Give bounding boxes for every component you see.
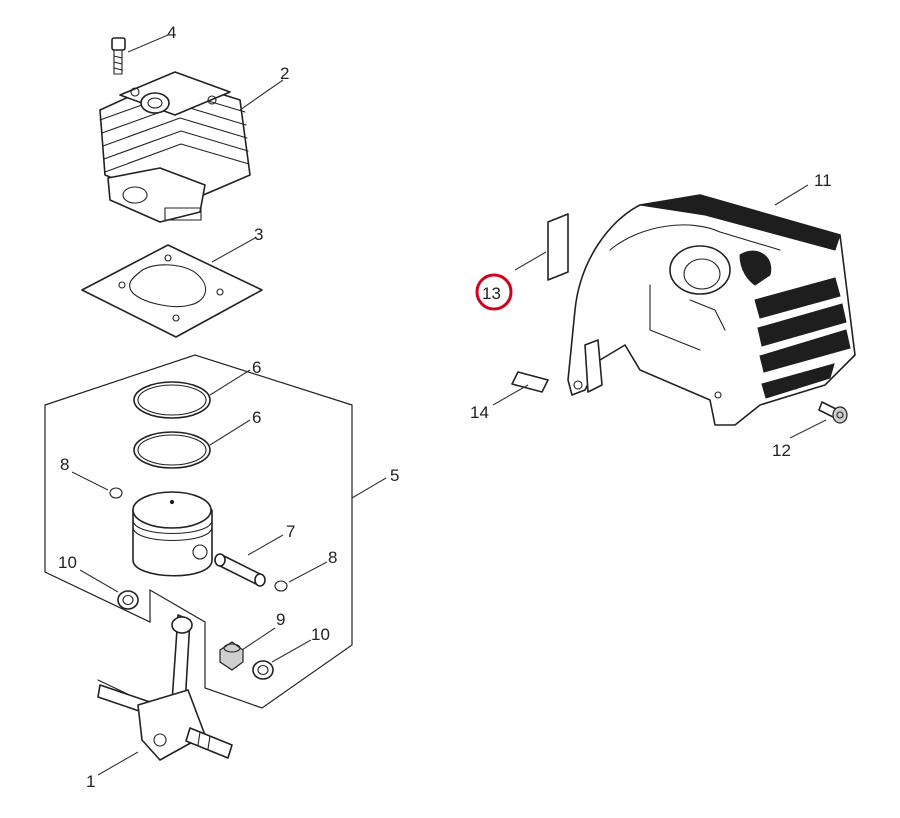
- callout-13[interactable]: 13: [482, 284, 501, 303]
- callout-8b[interactable]: 8: [328, 548, 337, 567]
- kit-frame-5: [44, 354, 353, 709]
- callout-14[interactable]: 14: [470, 403, 489, 422]
- screw-part-4[interactable]: [111, 37, 126, 75]
- piston-ring-part-6a[interactable]: [133, 381, 211, 419]
- cylinder-part-2[interactable]: [99, 71, 251, 223]
- highlight-circle-13: [475, 273, 513, 311]
- callout-3[interactable]: 3: [254, 225, 263, 244]
- callout-6a[interactable]: 6: [252, 358, 261, 377]
- callout-5[interactable]: 5: [390, 466, 399, 485]
- callout-10a[interactable]: 10: [58, 553, 77, 572]
- callout-6b[interactable]: 6: [252, 408, 261, 427]
- callout-9[interactable]: 9: [276, 610, 285, 629]
- piston-ring-part-6b[interactable]: [133, 431, 211, 469]
- piston[interactable]: [132, 491, 213, 577]
- label-part-13[interactable]: [547, 213, 569, 281]
- circlip-part-8a[interactable]: [109, 487, 123, 499]
- callout-4[interactable]: 4: [167, 23, 176, 42]
- callout-2[interactable]: 2: [280, 64, 289, 83]
- callout-1[interactable]: 1: [86, 772, 95, 791]
- circlip-part-8b[interactable]: [274, 580, 288, 592]
- callout-labels: 1 2 3 4 5 6 6 7 8 8 9 10 10 11 12 13 14: [58, 23, 832, 791]
- label-part-14[interactable]: [511, 371, 549, 393]
- gasket-part-3[interactable]: [81, 244, 263, 338]
- leader-lines: [71, 34, 827, 776]
- cylinder-cover-part-11[interactable]: [567, 194, 856, 426]
- washer-part-10b[interactable]: [252, 660, 274, 680]
- callout-7[interactable]: 7: [286, 522, 295, 541]
- washer-part-10a[interactable]: [117, 590, 139, 610]
- callout-12[interactable]: 12: [772, 441, 791, 460]
- callout-10b[interactable]: 10: [311, 625, 330, 644]
- piston-pin-part-7[interactable]: [214, 553, 266, 587]
- screw-part-12[interactable]: [818, 401, 848, 424]
- crankshaft-part-1[interactable]: [97, 614, 233, 761]
- callout-8a[interactable]: 8: [60, 455, 69, 474]
- callout-11[interactable]: 11: [814, 171, 832, 190]
- needle-bearing-part-9[interactable]: [219, 641, 244, 671]
